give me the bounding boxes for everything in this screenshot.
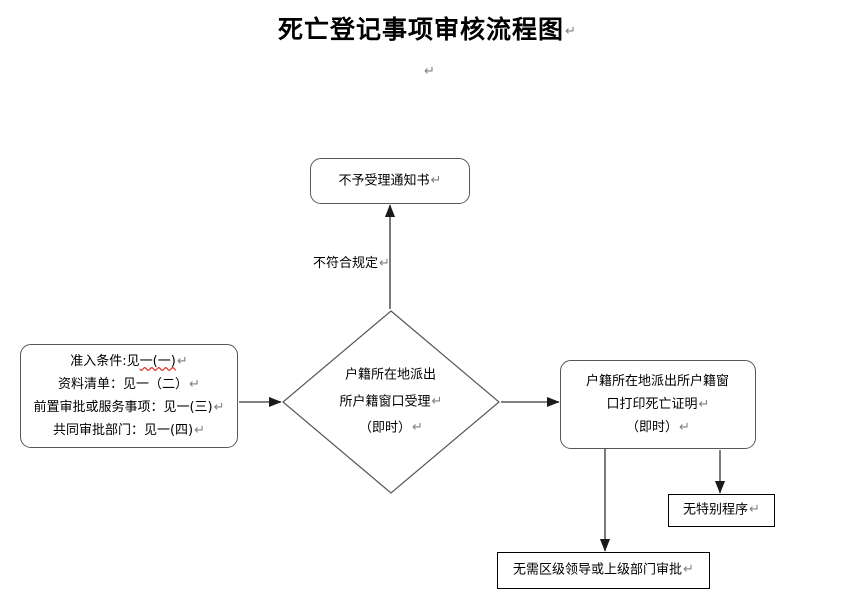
node-entry-conditions-line-2: 资料清单：见一（二）↵ <box>58 377 200 392</box>
paragraph-mark-icon: ↵ <box>430 172 442 188</box>
node-entry-conditions-line-3: 前置审批或服务事项：见一(三)↵ <box>33 400 225 415</box>
node-no-higher-approval-label: 无需区级领导或上级部门审批↵ <box>513 562 694 578</box>
node-entry-conditions[interactable]: 准入条件:见一(一)↵ 资料清单：见一（二）↵ 前置审批或服务事项：见一(三)↵… <box>20 344 238 448</box>
diamond-shape-icon <box>282 310 500 494</box>
paragraph-mark-icon: ↵ <box>749 502 760 518</box>
node-reject-notice-label: 不予受理通知书↵ <box>338 172 442 189</box>
paragraph-mark-icon: ↵ <box>683 562 694 578</box>
paragraph-mark-icon: ↵ <box>379 256 390 271</box>
paragraph-mark-icon-standalone: ↵ <box>424 64 435 79</box>
node-print-certificate-line-3: （即时）↵ <box>626 420 690 435</box>
node-entry-conditions-line-1: 准入条件:见一(一)↵ <box>70 354 188 369</box>
page-title-text: 死亡登记事项审核流程图 <box>278 15 565 44</box>
node-acceptance-decision-line-3: （即时）↵ <box>359 420 423 436</box>
node-print-certificate[interactable]: 户籍所在地派出所户籍窗 口打印死亡证明↵ （即时）↵ <box>560 360 756 449</box>
paragraph-mark-icon: ↵ <box>176 354 188 369</box>
paragraph-mark-icon: ↵ <box>698 397 710 412</box>
edge-label-not-compliant: 不符合规定↵ <box>313 256 390 271</box>
node-acceptance-decision-line-1: 户籍所在地派出 <box>344 367 436 383</box>
node-entry-conditions-line-4: 共同审批部门：见一(四)↵ <box>52 423 206 438</box>
paragraph-mark-icon: ↵ <box>412 420 423 436</box>
node-print-certificate-line-1: 户籍所在地派出所户籍窗 <box>585 374 729 389</box>
node-acceptance-decision-label: 户籍所在地派出 所户籍窗口受理↵ （即时）↵ <box>282 310 500 494</box>
spellcheck-text: 一(一) <box>139 354 176 369</box>
node-print-certificate-line-2: 口打印死亡证明↵ <box>606 397 710 412</box>
paragraph-mark-icon: ↵ <box>189 377 200 392</box>
paragraph-mark-icon: ↵ <box>213 400 225 415</box>
node-no-special-procedure-label: 无特别程序↵ <box>683 502 760 518</box>
paragraph-mark-icon: ↵ <box>194 423 206 438</box>
paragraph-mark-icon: ↵ <box>431 393 443 409</box>
paragraph-mark-icon: ↵ <box>565 24 577 39</box>
node-reject-notice[interactable]: 不予受理通知书↵ <box>310 158 470 204</box>
node-no-higher-approval[interactable]: 无需区级领导或上级部门审批↵ <box>497 552 710 589</box>
page-title: 死亡登记事项审核流程图↵ <box>0 10 855 46</box>
node-no-special-procedure[interactable]: 无特别程序↵ <box>668 494 775 527</box>
node-acceptance-decision[interactable]: 户籍所在地派出 所户籍窗口受理↵ （即时）↵ <box>282 310 500 494</box>
node-acceptance-decision-line-2: 所户籍窗口受理↵ <box>339 393 443 410</box>
paragraph-mark-icon: ↵ <box>679 420 690 435</box>
